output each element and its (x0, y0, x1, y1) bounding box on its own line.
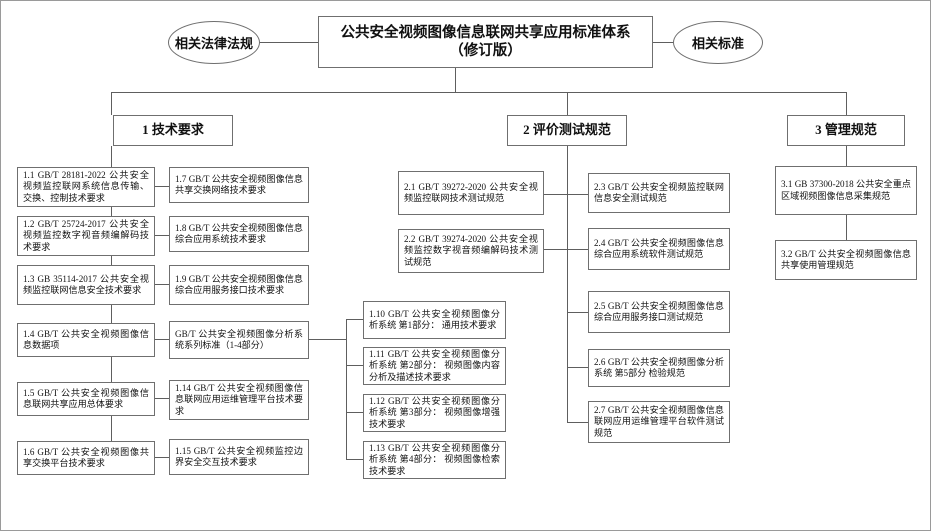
connector-cat2-left-2 (544, 249, 567, 250)
connector-sub-1-10 (346, 319, 363, 320)
category-2-label: 2 评价测试规范 (523, 122, 611, 138)
node-1-4[interactable]: 1.4 GB/T 公共安全视频图像信息数据项 (17, 323, 155, 357)
node-1-15-label: 1.15 GB/T 公共安全视频监控边界安全交互技术要求 (175, 445, 303, 467)
related-standards-ellipse[interactable]: 相关标准 (673, 21, 763, 64)
node-1-10-label: 1.10 GB/T 公共安全视频图像分析系统 第1部分： 通用技术要求 (369, 308, 500, 330)
category-box-1[interactable]: 1 技术要求 (113, 115, 233, 146)
connector-root-stem (455, 67, 456, 92)
related-standards-label: 相关标准 (691, 36, 744, 51)
connector-cat2-right-3 (567, 312, 588, 313)
node-1-5[interactable]: 1.5 GB/T 公共安全视频图像信息联网共享应用总体要求 (17, 382, 155, 416)
node-1-1-label: 1.1 GB/T 28181-2022 公共安全视频监控联网系统信息传输、交换、… (23, 169, 149, 203)
node-2-3[interactable]: 2.3 GB/T 公共安全视频监控联网信息安全测试规范 (588, 173, 730, 213)
connector-subtrunk-analysis (346, 319, 347, 460)
node-2-4[interactable]: 2.4 GB/T 公共安全视频图像信息综合应用系统软件测试规范 (588, 228, 730, 270)
connector-drop-cat1 (111, 92, 112, 115)
node-2-4-label: 2.4 GB/T 公共安全视频图像信息综合应用系统软件测试规范 (594, 237, 724, 259)
node-1-3[interactable]: 1.3 GB 35114-2017 公共安全视频监控联网信息安全技术要求 (17, 265, 155, 305)
node-1-2[interactable]: 1.2 GB/T 25724-2017 公共安全视频监控数字视音频编解码技术要求 (17, 216, 155, 256)
root-title-line1: 公共安全视频图像信息联网共享应用标准体系 (340, 24, 631, 41)
node-2-6-label: 2.6 GB/T 公共安全视频图像分析系统 第5部分 检验规范 (594, 356, 724, 378)
related-laws-label: 相关法律法规 (174, 36, 253, 51)
node-2-6[interactable]: 2.6 GB/T 公共安全视频图像分析系统 第5部分 检验规范 (588, 349, 730, 387)
node-1-12[interactable]: 1.12 GB/T 公共安全视频图像分析系统 第3部分： 视频图像增强技术要求 (363, 394, 506, 432)
connector-cat2-left-1 (544, 194, 567, 195)
connector-trunk-cat1 (111, 146, 112, 464)
node-1-13-label: 1.13 GB/T 公共安全视频图像分析系统 第4部分： 视频图像检索技术要求 (369, 442, 500, 476)
category-box-3[interactable]: 3 管理规范 (787, 115, 905, 146)
connector-root-left-ellipse (258, 42, 319, 43)
root-title-line2: （修订版） (449, 43, 522, 59)
node-1-3-label: 1.3 GB 35114-2017 公共安全视频监控联网信息安全技术要求 (23, 273, 149, 295)
node-1-series-label: GB/T 公共安全视频图像分析系统系列标准（1-4部分） (175, 328, 303, 350)
node-3-1-label: 3.1 GB 37300-2018 公共安全重点区域视频图像信息采集规范 (781, 179, 911, 201)
node-2-1[interactable]: 2.1 GB/T 39272-2020 公共安全视频监控联网技术测试规范 (398, 171, 544, 215)
connector-cat2-right-5 (567, 422, 588, 423)
node-1-7[interactable]: 1.7 GB/T 公共安全视频图像信息共享交换网络技术要求 (169, 167, 309, 203)
node-2-2-label: 2.2 GB/T 39274-2020 公共安全视频监控数字视音频编解码技术测试… (404, 233, 538, 267)
connector-cat2-right-4 (567, 367, 588, 368)
related-laws-ellipse[interactable]: 相关法律法规 (168, 21, 260, 64)
node-2-7-label: 2.7 GB/T 公共安全视频图像信息联网应用运维管理平台软件测试规范 (594, 404, 724, 438)
connector-trunk-cat2 (567, 146, 568, 422)
category-1-label: 1 技术要求 (142, 122, 204, 138)
connector-drop-cat2 (567, 92, 568, 115)
connector-trunk-cat3 (846, 146, 847, 166)
node-1-6[interactable]: 1.6 GB/T 公共安全视频图像共享交换平台技术要求 (17, 441, 155, 475)
node-1-1[interactable]: 1.1 GB/T 28181-2022 公共安全视频监控联网系统信息传输、交换、… (17, 167, 155, 207)
node-2-5-label: 2.5 GB/T 公共安全视频图像信息综合应用服务接口测试规范 (594, 300, 724, 322)
node-1-9-label: 1.9 GB/T 公共安全视频图像信息综合应用服务接口技术要求 (175, 273, 303, 295)
connector-main-bus (111, 92, 846, 93)
node-1-6-label: 1.6 GB/T 公共安全视频图像共享交换平台技术要求 (23, 446, 149, 468)
node-2-5[interactable]: 2.5 GB/T 公共安全视频图像信息综合应用服务接口测试规范 (588, 291, 730, 333)
node-1-12-label: 1.12 GB/T 公共安全视频图像分析系统 第3部分： 视频图像增强技术要求 (369, 395, 500, 429)
node-1-8-label: 1.8 GB/T 公共安全视频图像信息综合应用系统技术要求 (175, 222, 303, 244)
connector-cat3-link (846, 215, 847, 240)
node-1-5-label: 1.5 GB/T 公共安全视频图像信息联网共享应用总体要求 (23, 387, 149, 409)
node-1-4-label: 1.4 GB/T 公共安全视频图像信息数据项 (23, 328, 149, 350)
node-1-14-label: 1.14 GB/T 公共安全视频图像信息联网应用运维管理平台技术要求 (175, 382, 303, 416)
node-2-2[interactable]: 2.2 GB/T 39274-2020 公共安全视频监控数字视音频编解码技术测试… (398, 229, 544, 273)
connector-series-to-subtrunk (309, 339, 346, 340)
node-1-9[interactable]: 1.9 GB/T 公共安全视频图像信息综合应用服务接口技术要求 (169, 265, 309, 305)
node-1-8[interactable]: 1.8 GB/T 公共安全视频图像信息综合应用系统技术要求 (169, 216, 309, 252)
connector-drop-cat3 (846, 92, 847, 115)
node-1-series[interactable]: GB/T 公共安全视频图像分析系统系列标准（1-4部分） (169, 321, 309, 359)
node-3-1[interactable]: 3.1 GB 37300-2018 公共安全重点区域视频图像信息采集规范 (775, 166, 917, 215)
node-1-2-label: 1.2 GB/T 25724-2017 公共安全视频监控数字视音频编解码技术要求 (23, 218, 149, 252)
node-3-2[interactable]: 3.2 GB/T 公共安全视频图像信息共享使用管理规范 (775, 240, 917, 280)
root-title-box[interactable]: 公共安全视频图像信息联网共享应用标准体系 （修订版） (318, 16, 653, 68)
node-1-11[interactable]: 1.11 GB/T 公共安全视频图像分析系统 第2部分： 视频图像内容分析及描述… (363, 347, 506, 385)
node-1-14[interactable]: 1.14 GB/T 公共安全视频图像信息联网应用运维管理平台技术要求 (169, 380, 309, 420)
node-2-3-label: 2.3 GB/T 公共安全视频监控联网信息安全测试规范 (594, 181, 724, 203)
node-1-15[interactable]: 1.15 GB/T 公共安全视频监控边界安全交互技术要求 (169, 439, 309, 475)
connector-sub-1-11 (346, 365, 363, 366)
category-box-2[interactable]: 2 评价测试规范 (507, 115, 627, 146)
connector-sub-1-12 (346, 412, 363, 413)
node-1-13[interactable]: 1.13 GB/T 公共安全视频图像分析系统 第4部分： 视频图像检索技术要求 (363, 441, 506, 479)
node-3-2-label: 3.2 GB/T 公共安全视频图像信息共享使用管理规范 (781, 248, 911, 270)
category-3-label: 3 管理规范 (815, 122, 877, 138)
connector-sub-1-13 (346, 459, 363, 460)
node-1-7-label: 1.7 GB/T 公共安全视频图像信息共享交换网络技术要求 (175, 173, 303, 195)
node-1-11-label: 1.11 GB/T 公共安全视频图像分析系统 第2部分： 视频图像内容分析及描述… (369, 348, 500, 382)
connector-cat2-right-2 (567, 249, 588, 250)
node-2-1-label: 2.1 GB/T 39272-2020 公共安全视频监控联网技术测试规范 (404, 181, 538, 203)
connector-cat2-right-1 (567, 194, 588, 195)
node-1-10[interactable]: 1.10 GB/T 公共安全视频图像分析系统 第1部分： 通用技术要求 (363, 301, 506, 339)
node-2-7[interactable]: 2.7 GB/T 公共安全视频图像信息联网应用运维管理平台软件测试规范 (588, 401, 730, 443)
